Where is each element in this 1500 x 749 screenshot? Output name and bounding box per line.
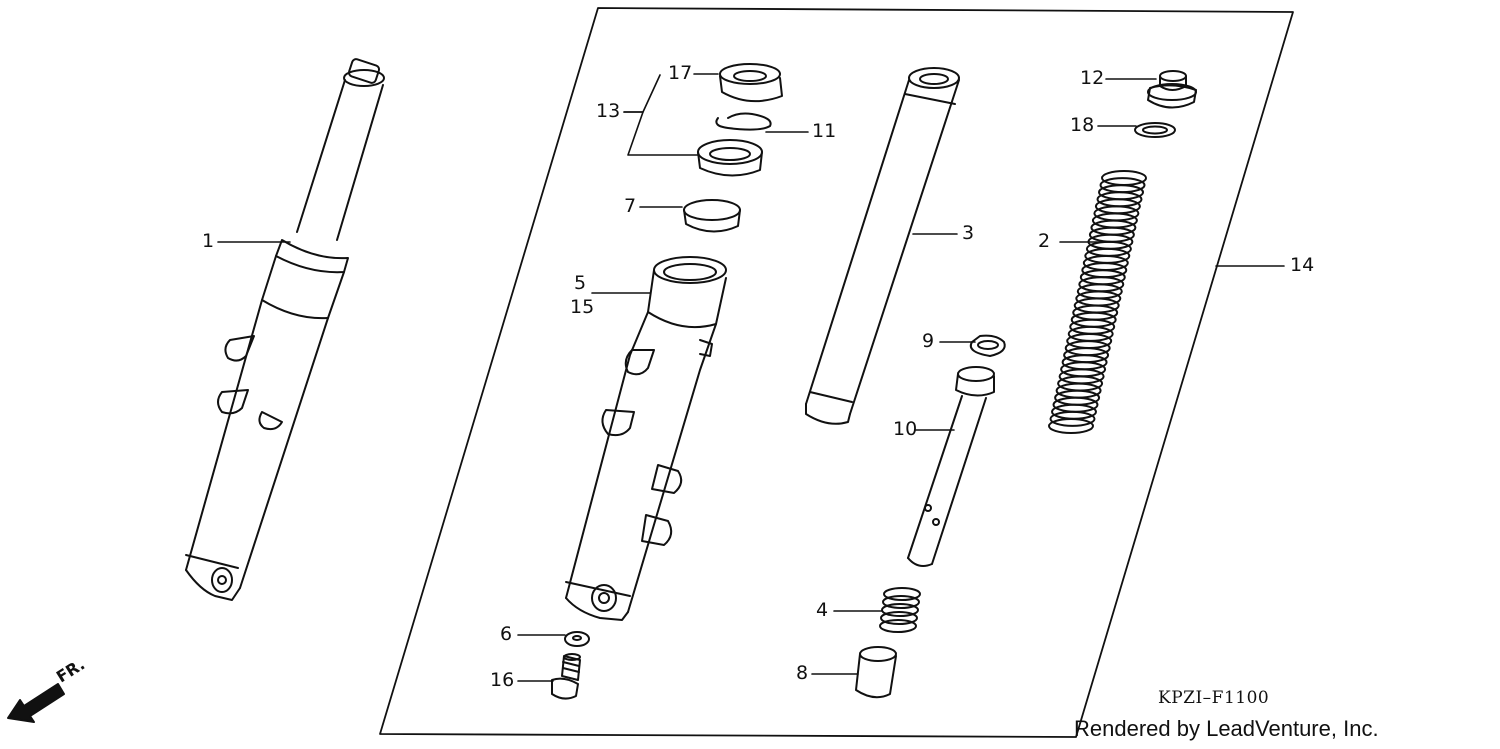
spring-coil bbox=[1049, 410, 1096, 427]
assembly-frame bbox=[379, 7, 1294, 738]
piston-ring-part-9 bbox=[969, 334, 1006, 357]
callout-14: 14 bbox=[1290, 254, 1315, 276]
callout-12: 12 bbox=[1080, 67, 1105, 89]
credit-text: Rendered by LeadVenture, Inc. bbox=[1074, 716, 1379, 741]
bushing-part-7 bbox=[683, 199, 741, 233]
callout-8: 8 bbox=[796, 662, 809, 684]
callout-7: 7 bbox=[624, 195, 637, 217]
callout-6: 6 bbox=[500, 623, 513, 645]
fork-assembly-part-1 bbox=[185, 58, 385, 601]
callout-2: 2 bbox=[1038, 230, 1051, 252]
callout-15: 15 bbox=[570, 296, 595, 318]
clip-part-11 bbox=[715, 112, 772, 131]
dust-seal-part-17 bbox=[719, 63, 783, 103]
fork-bolt-part-12 bbox=[1147, 70, 1197, 109]
leader-lines bbox=[217, 73, 1285, 682]
oil-seal-part-13 bbox=[697, 139, 763, 177]
callout-9: 9 bbox=[922, 330, 935, 352]
bolt-part-16 bbox=[551, 653, 581, 700]
fork-spring-part-2 bbox=[1048, 170, 1147, 434]
callout-4: 4 bbox=[816, 599, 829, 621]
callout-3: 3 bbox=[962, 222, 975, 244]
washer-part-6 bbox=[564, 631, 590, 647]
o-ring-part-18 bbox=[1134, 122, 1176, 138]
front-direction-arrow-icon bbox=[7, 683, 65, 723]
callout-18: 18 bbox=[1070, 114, 1095, 136]
damper-rod-part-10 bbox=[907, 366, 995, 567]
callout-11: 11 bbox=[812, 120, 837, 142]
rebound-spring-part-4 bbox=[879, 587, 921, 633]
callout-10: 10 bbox=[893, 418, 918, 440]
callout-5: 5 bbox=[574, 272, 587, 294]
spring-coil bbox=[1048, 418, 1094, 434]
callout-1: 1 bbox=[202, 230, 215, 252]
callout-13: 13 bbox=[596, 100, 621, 122]
callout-16: 16 bbox=[490, 669, 515, 691]
fork-pipe-part-3 bbox=[805, 67, 960, 425]
diagram-code: KPZI–F1100 bbox=[1158, 688, 1270, 708]
piece-part-8 bbox=[855, 646, 897, 699]
fork-slider-part-5 bbox=[565, 256, 727, 621]
callout-17: 17 bbox=[668, 62, 693, 84]
